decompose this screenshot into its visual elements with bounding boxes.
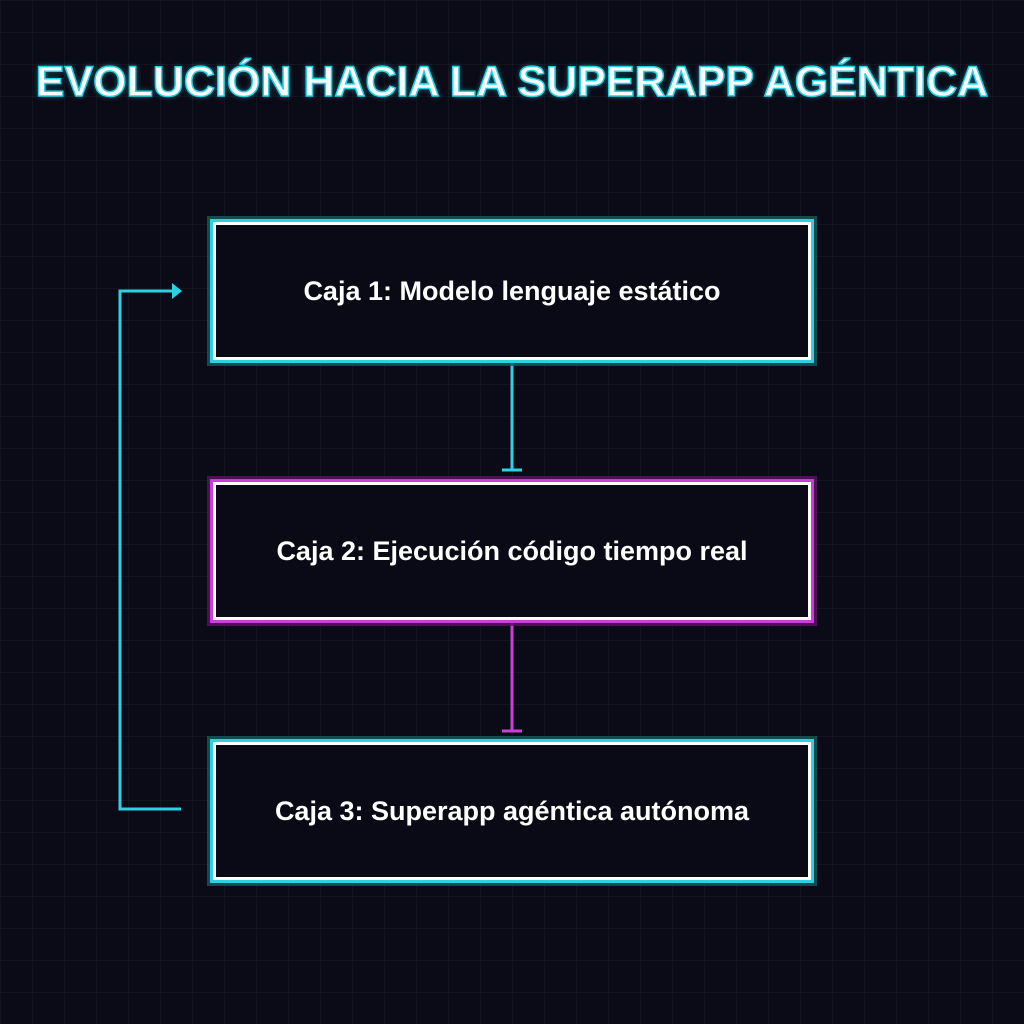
box-3: Caja 3: Superapp agéntica autónoma <box>213 742 811 880</box>
box-1-label: Caja 1: Modelo lenguaje estático <box>303 275 721 306</box>
loop-arrow-box3-to-box1 <box>118 283 182 811</box>
arrow-box2-to-box3 <box>502 622 522 733</box>
box-3-label: Caja 3: Superapp agéntica autónoma <box>274 795 750 826</box>
arrowhead-icon <box>172 283 182 299</box>
box-1: Caja 1: Modelo lenguaje estático <box>213 222 811 360</box>
diagram-title: EVOLUCIÓN HACIA LA SUPERAPP AGÉNTICA <box>35 57 989 107</box>
box-2-label: Caja 2: Ejecución código tiempo real <box>276 535 748 566</box>
box-2: Caja 2: Ejecución código tiempo real <box>213 482 811 620</box>
arrow-box1-to-box2 <box>502 362 522 472</box>
